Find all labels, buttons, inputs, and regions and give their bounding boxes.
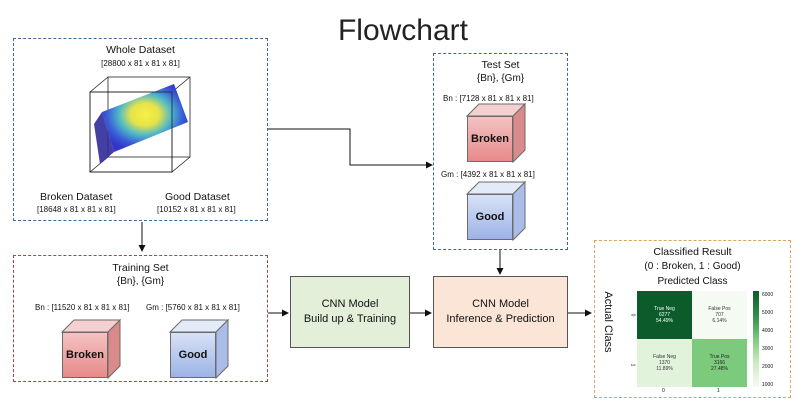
cnn-build-line2: Build up & Training (303, 313, 397, 325)
whole-dataset-box (13, 38, 268, 221)
result-xlabel: Predicted Class (657, 276, 728, 287)
whole-dataset-dims: [28800 x 81 x 81 x 81] (101, 59, 180, 68)
test-good-cube-label: Good (467, 194, 513, 240)
cm-colorbar-tick: 1000 (762, 382, 774, 388)
cm-colorbar-tick: 4000 (762, 328, 774, 334)
page-title: Flowchart (337, 14, 469, 47)
result-subtitle: (0 : Broken, 1 : Good) (644, 261, 741, 272)
cm-colorbar-tick: 3000 (762, 346, 774, 352)
test-good-cube: Good (465, 180, 527, 242)
good-dataset-label: Good Dataset (165, 191, 230, 203)
test-broken-cube: Broken (465, 102, 527, 164)
training-set-title: Training Set (112, 262, 169, 274)
whole-dataset-title: Whole Dataset (106, 44, 175, 56)
cnn-infer-line2: Inference & Prediction (446, 313, 555, 325)
training-good-cube: Good (168, 318, 230, 380)
volume-illustration (89, 76, 191, 173)
test-gm-dims: Gm : [4392 x 81 x 81 x 81] (441, 170, 535, 179)
cnn-build-box: CNN Model Build up & Training (290, 276, 410, 348)
arrow-whole-to-test (268, 128, 433, 169)
cm-colorbar-tick: 2000 (762, 364, 774, 370)
training-gm-dims: Gm : [5760 x 81 x 81 x 81] (146, 303, 240, 312)
broken-dataset-dims: [18648 x 81 x 81 x 81] (37, 205, 116, 214)
test-set-title: Test Set (481, 59, 520, 71)
cm-colorbar-tick: 6000 (762, 292, 774, 298)
cm-colorbar (753, 291, 759, 387)
test-broken-cube-label: Broken (467, 116, 513, 162)
cm-col-tick-0: 0 (662, 388, 665, 394)
cm-row-tick-0: 0 (629, 313, 636, 317)
cnn-infer-line1: CNN Model (472, 298, 529, 310)
cnn-infer-box: CNN Model Inference & Prediction (433, 276, 568, 348)
training-broken-cube: Broken (60, 318, 122, 380)
result-box (594, 240, 791, 398)
cm-colorbar-ticks: 6000 5000 4000 3000 2000 1000 (762, 291, 786, 388)
training-good-cube-label: Good (170, 332, 216, 378)
cm-colorbar-tick: 5000 (762, 310, 774, 316)
result-title: Classified Result (653, 246, 732, 258)
test-set-box (433, 53, 568, 250)
test-bn-dims: Bn : [7128 x 81 x 81 x 81] (443, 94, 534, 103)
good-dataset-dims: [10152 x 81 x 81 x 81] (157, 205, 236, 214)
result-ylabel: Actual Class (602, 291, 614, 353)
training-set-subtitle: {Bn}, {Gm} (116, 276, 165, 287)
test-set-subtitle: {Bn}, {Gm} (476, 73, 525, 84)
training-bn-dims: Bn : [11520 x 81 x 81 x 81] (35, 303, 130, 312)
broken-dataset-label: Broken Dataset (40, 191, 113, 203)
cnn-build-line1: CNN Model (321, 298, 379, 310)
training-broken-cube-label: Broken (62, 332, 108, 378)
cm-col-tick-1: 1 (717, 388, 720, 394)
cm-row-tick-1: 1 (629, 363, 636, 367)
training-set-box (13, 255, 268, 382)
